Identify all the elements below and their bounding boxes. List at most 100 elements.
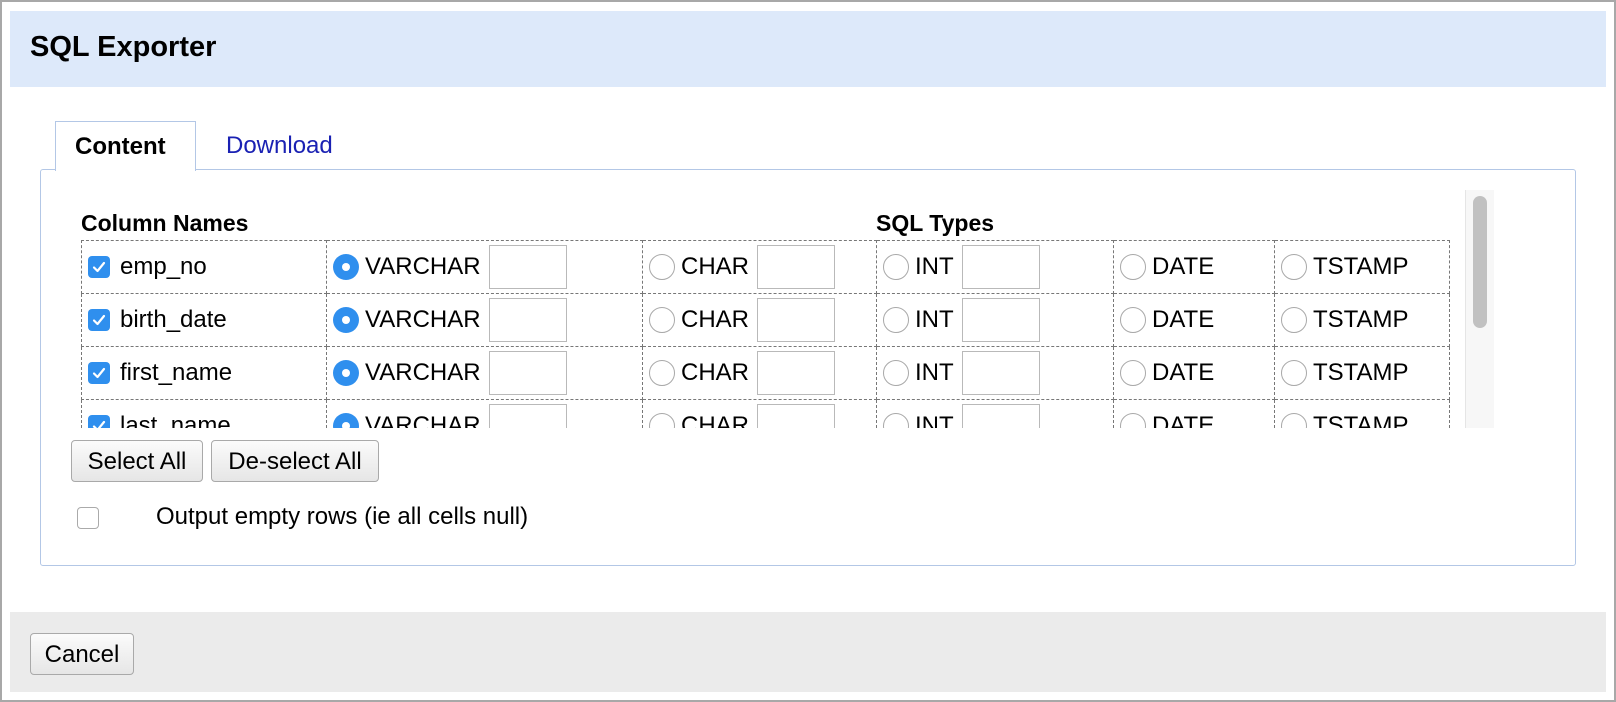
checkmark-icon xyxy=(92,420,106,428)
type-radio-char[interactable] xyxy=(649,254,675,280)
type-cell-varchar: VARCHAR xyxy=(326,399,643,428)
vertical-scrollbar[interactable] xyxy=(1465,190,1494,428)
type-length-input[interactable] xyxy=(757,245,836,289)
type-length-input[interactable] xyxy=(757,351,836,395)
table-row: last_name VARCHAR CHAR INT DATE TSTAMP xyxy=(81,399,1450,428)
checkmark-icon xyxy=(92,314,106,326)
type-cell-int: INT xyxy=(876,240,1114,294)
type-cell-date: DATE xyxy=(1113,240,1275,294)
type-radio-int[interactable] xyxy=(883,254,909,280)
column-include-checkbox[interactable] xyxy=(88,309,110,331)
type-radio-date[interactable] xyxy=(1120,413,1146,428)
type-radio-char[interactable] xyxy=(649,360,675,386)
type-radio-int[interactable] xyxy=(883,307,909,333)
table-row: birth_date VARCHAR CHAR INT DATE TSTAMP xyxy=(81,293,1450,347)
type-radio-date[interactable] xyxy=(1120,254,1146,280)
type-radio-int[interactable] xyxy=(883,360,909,386)
type-cell-date: DATE xyxy=(1113,399,1275,428)
type-label: INT xyxy=(915,412,954,428)
column-name-label: first_name xyxy=(120,359,233,386)
column-names-header: Column Names xyxy=(81,210,249,236)
column-name-cell: first_name xyxy=(81,346,327,400)
type-length-input[interactable] xyxy=(757,404,836,428)
type-radio-varchar[interactable] xyxy=(333,254,359,280)
type-label: INT xyxy=(915,306,954,333)
type-length-input[interactable] xyxy=(961,351,1040,395)
column-include-checkbox[interactable] xyxy=(88,415,110,428)
type-cell-tstamp: TSTAMP xyxy=(1274,240,1450,294)
type-label: DATE xyxy=(1152,412,1215,428)
dialog-title: SQL Exporter xyxy=(30,31,217,63)
column-include-checkbox[interactable] xyxy=(88,256,110,278)
type-cell-varchar: VARCHAR xyxy=(326,346,643,400)
column-name-cell: emp_no xyxy=(81,240,327,294)
type-length-input[interactable] xyxy=(488,245,567,289)
type-label: TSTAMP xyxy=(1313,359,1409,386)
type-radio-tstamp[interactable] xyxy=(1281,360,1307,386)
type-radio-char[interactable] xyxy=(649,413,675,428)
type-length-input[interactable] xyxy=(488,404,567,428)
deselect-all-button[interactable]: De-select All xyxy=(211,440,379,482)
type-length-input[interactable] xyxy=(961,404,1040,428)
type-label: TSTAMP xyxy=(1313,412,1409,428)
output-empty-rows-label: Output empty rows (ie all cells null) xyxy=(156,503,529,530)
type-radio-date[interactable] xyxy=(1120,307,1146,333)
type-radio-tstamp[interactable] xyxy=(1281,307,1307,333)
type-cell-char: CHAR xyxy=(642,399,877,428)
type-length-input[interactable] xyxy=(961,298,1040,342)
scrollbar-thumb[interactable] xyxy=(1473,196,1487,328)
type-cell-date: DATE xyxy=(1113,293,1275,347)
type-label: DATE xyxy=(1152,306,1215,333)
type-label: VARCHAR xyxy=(365,359,481,386)
type-length-input[interactable] xyxy=(961,245,1040,289)
output-empty-rows-checkbox[interactable] xyxy=(77,507,99,529)
type-length-input[interactable] xyxy=(757,298,836,342)
type-radio-varchar[interactable] xyxy=(333,360,359,386)
type-radio-char[interactable] xyxy=(649,307,675,333)
type-length-input[interactable] xyxy=(488,351,567,395)
cancel-button[interactable]: Cancel xyxy=(30,633,134,675)
type-label: DATE xyxy=(1152,359,1215,386)
dialog-titlebar: SQL Exporter xyxy=(10,11,1606,87)
type-label: DATE xyxy=(1152,253,1215,280)
tab-download[interactable]: Download xyxy=(226,132,333,159)
type-cell-int: INT xyxy=(876,293,1114,347)
type-label: VARCHAR xyxy=(365,412,481,428)
dialog-footer: Cancel xyxy=(10,612,1606,692)
type-cell-varchar: VARCHAR xyxy=(326,293,643,347)
type-radio-varchar[interactable] xyxy=(333,307,359,333)
type-length-input[interactable] xyxy=(488,298,567,342)
column-name-cell: last_name xyxy=(81,399,327,428)
tab-content[interactable]: Content xyxy=(55,121,196,171)
type-label: CHAR xyxy=(681,306,750,333)
type-label: TSTAMP xyxy=(1313,306,1409,333)
type-label: INT xyxy=(915,359,954,386)
column-name-label: birth_date xyxy=(120,306,227,333)
type-cell-tstamp: TSTAMP xyxy=(1274,399,1450,428)
type-radio-varchar[interactable] xyxy=(333,413,359,428)
type-radio-tstamp[interactable] xyxy=(1281,254,1307,280)
type-cell-char: CHAR xyxy=(642,240,877,294)
type-radio-date[interactable] xyxy=(1120,360,1146,386)
type-label: CHAR xyxy=(681,412,750,428)
sql-types-header: SQL Types xyxy=(876,210,995,236)
column-name-cell: birth_date xyxy=(81,293,327,347)
column-include-checkbox[interactable] xyxy=(88,362,110,384)
type-cell-tstamp: TSTAMP xyxy=(1274,346,1450,400)
type-cell-varchar: VARCHAR xyxy=(326,240,643,294)
checkmark-icon xyxy=(92,367,106,379)
select-all-button[interactable]: Select All xyxy=(71,440,203,482)
type-radio-tstamp[interactable] xyxy=(1281,413,1307,428)
dialog-body: Content Download Column Names SQL Types … xyxy=(10,87,1606,610)
type-label: VARCHAR xyxy=(365,253,481,280)
type-radio-int[interactable] xyxy=(883,413,909,428)
type-label: TSTAMP xyxy=(1313,253,1409,280)
checkmark-icon xyxy=(92,261,106,273)
type-cell-date: DATE xyxy=(1113,346,1275,400)
column-name-label: emp_no xyxy=(120,253,207,280)
